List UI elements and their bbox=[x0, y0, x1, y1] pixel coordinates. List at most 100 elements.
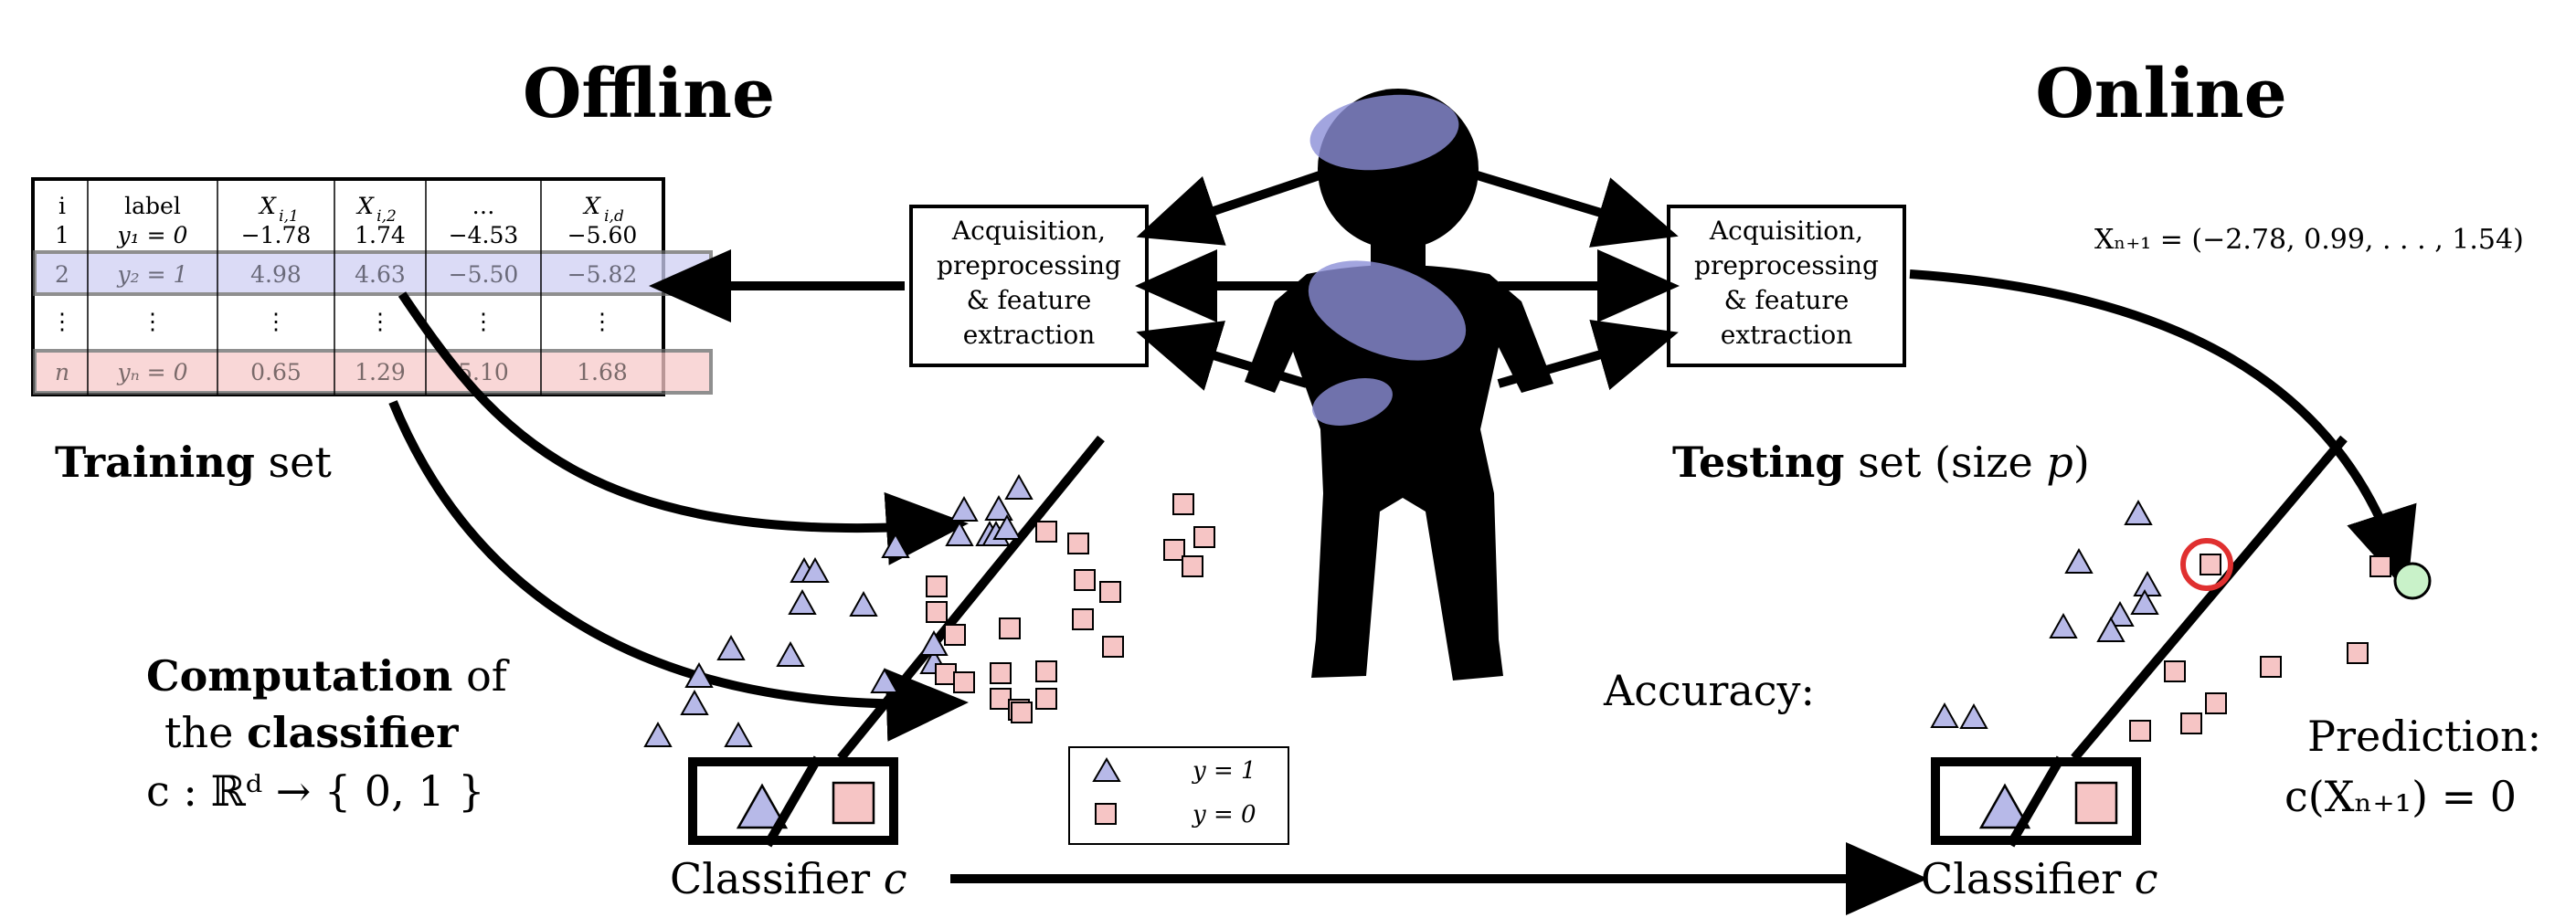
box-offline-line1: Acquisition, bbox=[951, 216, 1106, 246]
r1-i: 1 bbox=[55, 222, 69, 248]
classifier-label-offline: Classifier c bbox=[670, 854, 907, 903]
torso-blob bbox=[1308, 260, 1467, 361]
online-triangle-marker bbox=[2105, 600, 2135, 627]
rn-i: n bbox=[55, 359, 69, 385]
online-triangle-marker bbox=[2049, 612, 2078, 638]
rown-highlight bbox=[33, 349, 713, 395]
online-heading: Online bbox=[2035, 55, 2286, 133]
computation-bold: Computation bbox=[146, 651, 452, 701]
classifier-signature: c : ℝᵈ → { 0, 1 } bbox=[146, 766, 484, 816]
offline-square-marker bbox=[953, 671, 975, 693]
arrow-row2-to-triangles bbox=[398, 291, 969, 565]
offline-triangle-marker bbox=[992, 513, 1022, 540]
classifier-icon-online bbox=[1931, 755, 2141, 848]
online-triangle-marker bbox=[2064, 547, 2094, 574]
r2-i: 2 bbox=[55, 261, 69, 288]
online-square-marker bbox=[2200, 554, 2221, 575]
acquisition-arrows bbox=[649, 169, 1680, 391]
r1-xdots: −4.53 bbox=[449, 222, 519, 248]
dots-4: ⋮ bbox=[472, 308, 495, 334]
computation-classifier-bold: classifier bbox=[247, 708, 459, 757]
r2-x1: 4.98 bbox=[250, 261, 302, 288]
legend-y1: y = 1 bbox=[1192, 757, 1256, 785]
offline-triangle-marker bbox=[870, 667, 899, 693]
training-set-label: Training set bbox=[55, 438, 332, 487]
box-offline-line2: preprocessing bbox=[937, 250, 1121, 280]
computation-line2: the classifier bbox=[164, 708, 459, 757]
training-rest: set bbox=[255, 438, 332, 487]
offline-square-marker bbox=[1035, 660, 1057, 682]
offline-square-marker bbox=[1099, 581, 1121, 603]
training-table: i label X i,1 X i,2 … X i,d 1 y₁ = 0 −1.… bbox=[31, 177, 713, 396]
arrow-hand-to-online bbox=[1497, 320, 1679, 390]
offline-square-marker bbox=[1163, 539, 1185, 561]
offline-square-marker bbox=[990, 662, 1012, 684]
offline-square-marker bbox=[1011, 702, 1033, 723]
arrow-head-to-online bbox=[1469, 169, 1679, 248]
r1-x1: −1.78 bbox=[241, 222, 312, 248]
r2-x2: 4.63 bbox=[355, 261, 406, 288]
arrow-to-new-point bbox=[1909, 269, 2417, 593]
dots-2: ⋮ bbox=[265, 308, 288, 334]
dots-5: ⋮ bbox=[591, 308, 614, 334]
box-offline-line4: extraction bbox=[963, 320, 1095, 350]
offline-square-marker bbox=[1172, 493, 1194, 515]
online-points bbox=[1930, 499, 2391, 742]
offline-square-marker bbox=[944, 624, 966, 646]
classifier-label-online: Classifier c bbox=[1921, 854, 2158, 903]
online-scatter bbox=[2071, 435, 2348, 762]
th-ellipsis: … bbox=[472, 193, 495, 219]
acquisition-box-offline: Acquisition, preprocessing & feature ext… bbox=[909, 205, 1149, 367]
offline-triangle-marker bbox=[919, 629, 949, 656]
online-square-marker bbox=[2205, 692, 2227, 714]
online-square-marker bbox=[2369, 555, 2391, 577]
offline-triangle-marker bbox=[945, 520, 974, 546]
offline-triangle-marker bbox=[643, 721, 673, 747]
th-label: label bbox=[124, 193, 181, 219]
rn-x1: 0.65 bbox=[250, 359, 302, 385]
online-triangle-marker bbox=[2124, 499, 2153, 525]
legend: y = 1 y = 0 bbox=[1068, 746, 1289, 845]
offline-square-marker bbox=[1193, 526, 1215, 548]
box-offline-line3: & feature bbox=[967, 285, 1092, 315]
brain-blobs bbox=[1308, 94, 1467, 426]
offline-triangle-marker bbox=[881, 532, 910, 558]
testing-bold: Testing bbox=[1672, 438, 1844, 487]
offline-decision-line bbox=[837, 435, 1105, 762]
acquisition-box-online: Acquisition, preprocessing & feature ext… bbox=[1667, 205, 1906, 367]
th-i: i bbox=[58, 193, 66, 219]
offline-square-marker bbox=[990, 688, 1012, 710]
offline-square-marker bbox=[1074, 569, 1096, 591]
offline-triangle-marker bbox=[724, 721, 753, 747]
th-x1: X bbox=[258, 193, 277, 219]
rn-label: yₙ = 0 bbox=[116, 359, 187, 385]
dots-0: ⋮ bbox=[51, 308, 74, 334]
prediction-label: Prediction: bbox=[2307, 712, 2541, 761]
offline-square-marker bbox=[1182, 555, 1203, 577]
offline-heading: Offline bbox=[523, 55, 775, 133]
offline-triangle-marker bbox=[800, 556, 830, 583]
offline-square-marker bbox=[926, 575, 948, 597]
offline-square-marker bbox=[935, 663, 957, 685]
computation-the: the bbox=[164, 708, 247, 757]
offline-square-marker bbox=[1072, 608, 1094, 630]
rn-x2: 1.29 bbox=[355, 359, 406, 385]
offline-square-marker bbox=[1035, 521, 1057, 543]
offline-square-marker bbox=[1067, 533, 1089, 554]
offline-triangle-marker bbox=[684, 661, 714, 688]
testing-set-label: Testing set (size p) bbox=[1672, 438, 2090, 487]
online-triangle-marker bbox=[2133, 570, 2162, 596]
online-triangle-marker bbox=[1959, 702, 1988, 729]
online-triangle-marker bbox=[2096, 616, 2125, 642]
offline-triangle-marker bbox=[716, 634, 746, 660]
classifier-icon-offline bbox=[688, 755, 898, 848]
offline-triangle-marker bbox=[1004, 473, 1034, 500]
box-online-line1: Acquisition, bbox=[1709, 216, 1863, 246]
testing-close: ) bbox=[2073, 438, 2090, 487]
offline-square-marker bbox=[926, 601, 948, 623]
offline-square-marker bbox=[999, 617, 1021, 639]
arrow-rown-to-squares bbox=[388, 400, 969, 742]
offline-triangle-marker bbox=[776, 640, 805, 667]
r2-xdots: −5.50 bbox=[449, 261, 519, 288]
